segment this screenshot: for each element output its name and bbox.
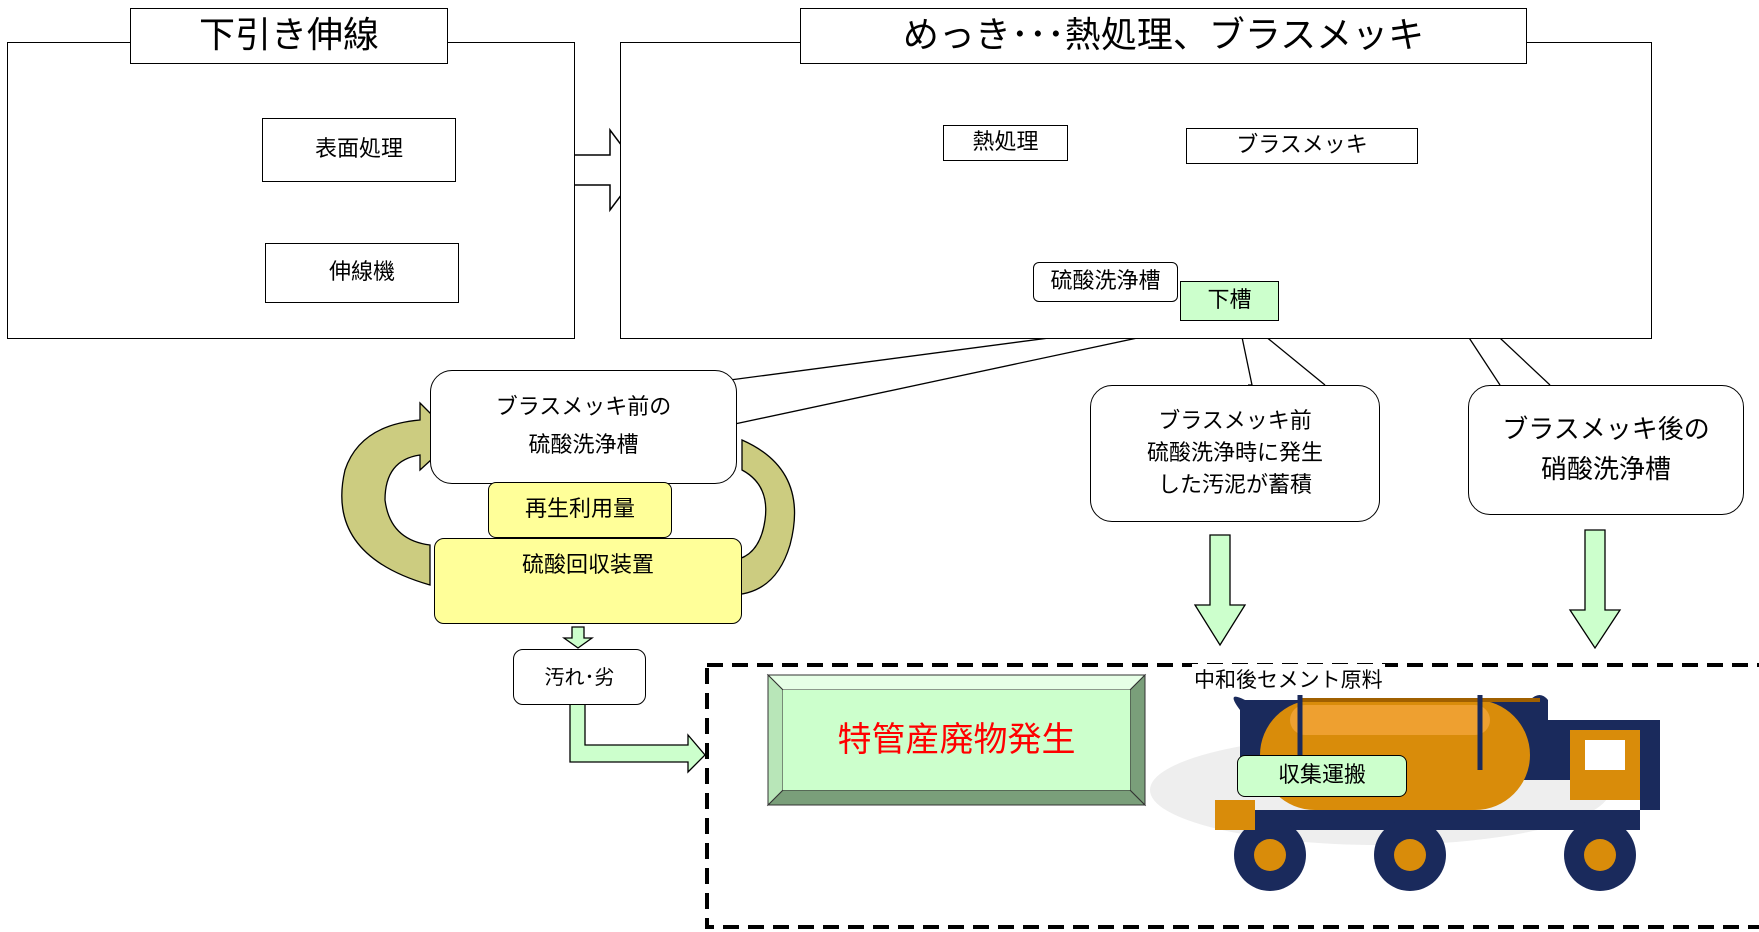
sludge-line-2: 硫酸洗浄時に発生 — [1146, 440, 1323, 466]
brass-plating-label: ブラスメッキ — [1186, 128, 1418, 164]
heat-treatment-label: 熱処理 — [943, 125, 1068, 161]
tanker-truck — [1150, 695, 1660, 891]
sulfuric-recovery-unit-box: 硫酸回収装置 — [434, 538, 742, 624]
degraded-box: 汚れ･劣 — [513, 649, 646, 705]
reuse-amount-box: 再生利用量 — [488, 482, 672, 538]
cement-material-label: 中和後セメント原料 — [1192, 664, 1385, 694]
pre-plating-tank-line-2: 硫酸洗浄槽 — [528, 433, 639, 458]
industrial-waste-frame — [766, 673, 1147, 807]
nitric-wash-callout: ブラスメッキ後の 硝酸洗浄槽 — [1468, 385, 1744, 515]
wire-drawing-machine-box: 伸線機 — [265, 243, 459, 303]
nitric-line-1: ブラスメッキ後の — [1502, 415, 1710, 445]
sludge-callout: ブラスメッキ前 硫酸洗浄時に発生 した汚泥が蓄積 — [1090, 385, 1380, 522]
nitric-line-2: 硝酸洗浄槽 — [1540, 455, 1671, 485]
sludge-line-1: ブラスメッキ前 — [1158, 408, 1312, 434]
lower-tank-label: 下槽 — [1180, 281, 1279, 321]
down-arrows — [561, 529, 1622, 774]
sulfuric-wash-tank-label: 硫酸洗浄槽 — [1033, 262, 1178, 302]
industrial-waste-label: 特管産廃物発生 — [837, 720, 1076, 760]
pre-plating-sulfuric-tank-box: ブラスメッキ前の 硫酸洗浄槽 — [430, 370, 737, 484]
wire-drawing-title: 下引き伸線 — [130, 8, 448, 64]
sludge-line-3: した汚泥が蓄積 — [1157, 472, 1312, 498]
pre-plating-tank-line-1: ブラスメッキ前の — [495, 395, 672, 420]
collection-transport-label: 収集運搬 — [1237, 755, 1407, 797]
surface-treatment-box: 表面処理 — [262, 118, 456, 182]
plating-title: めっき･･･熱処理、ブラスメッキ — [800, 8, 1527, 64]
